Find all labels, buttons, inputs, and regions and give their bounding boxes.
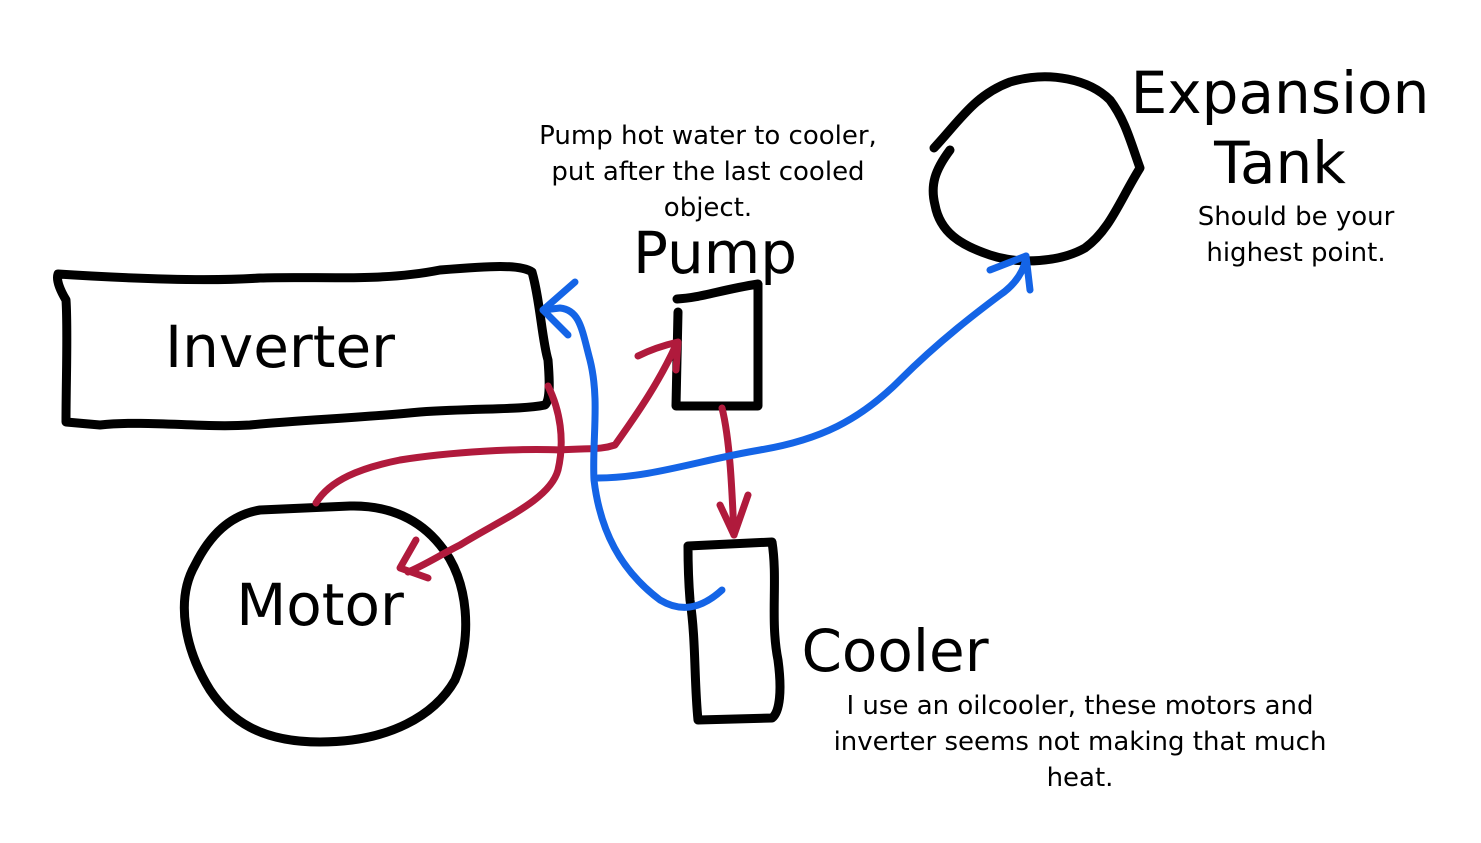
pump-box (671, 279, 763, 411)
cooler-note-line: I use an oilcooler, these motors and (846, 691, 1314, 721)
cooler-box (683, 537, 785, 725)
pump-note: Pump hot water to cooler, put after the … (478, 118, 938, 226)
motor-circle (179, 501, 471, 747)
expansion-tank-label-line: Tank (1214, 129, 1346, 197)
cool-line-to-expansion-tank (594, 252, 1030, 482)
expansion-tank-note-line: highest point. (1206, 238, 1386, 268)
cooler-note-line: inverter seems not making that much (833, 727, 1327, 757)
cooler-note-line: heat. (1046, 763, 1114, 793)
inverter-label: Inverter (165, 313, 395, 381)
pump-note-line: put after the last cooled (551, 157, 865, 187)
hot-line-motor-to-pump (312, 341, 680, 507)
inverter-box (53, 262, 554, 431)
pump-label: Pump (632, 219, 798, 287)
expansion-tank-note: Should be your highest point. (1146, 199, 1446, 271)
hot-line-pump-to-cooler (718, 404, 738, 539)
cooler-note: I use an oilcooler, these motors and inv… (770, 688, 1390, 796)
cool-line-cooler-to-inverter (539, 304, 726, 611)
cooler-label: Cooler (801, 617, 989, 685)
motor-label: Motor (236, 571, 404, 639)
cool-arrowhead-inverter (539, 278, 579, 339)
pump-note-line: object. (663, 193, 753, 223)
pump-note-line: Pump hot water to cooler, (539, 121, 877, 151)
hot-arrowhead-cooler (716, 491, 752, 539)
expansion-tank-note-line: Should be your (1197, 202, 1395, 232)
expansion-tank-label-line: Expansion (1130, 59, 1430, 127)
expansion-tank-label: Expansion Tank (1110, 58, 1450, 198)
cool-arrowhead-expansion-tank (986, 252, 1034, 294)
hot-arrowhead-motor (396, 536, 432, 582)
hot-arrowhead-pump (634, 338, 682, 374)
expansion-tank-circle (928, 72, 1145, 266)
hot-line-inverter-to-junction (404, 382, 565, 576)
